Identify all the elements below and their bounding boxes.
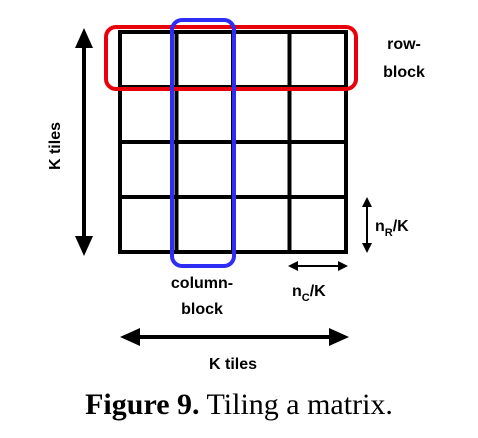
column-block-label-line2: block [181, 301, 223, 318]
matrix-tile [287, 85, 348, 144]
matrix-tile [231, 140, 292, 199]
matrix-tile [118, 140, 179, 199]
tile-height-label: nR/K [375, 218, 409, 239]
matrix-tile [287, 195, 348, 254]
matrix-tile [174, 140, 235, 199]
matrix-tile [118, 30, 179, 89]
matrix-tile [174, 195, 235, 254]
matrix-tile [287, 30, 348, 89]
figure-caption-text: Tiling a matrix. [206, 388, 393, 421]
matrix-tile [231, 85, 292, 144]
row-block-label-line1: row- [387, 36, 421, 53]
matrix-tile [174, 85, 235, 144]
row-block-label-line2: block [383, 64, 425, 81]
figure-caption: Figure 9. Tiling a matrix. [0, 380, 478, 430]
row-block-highlight [104, 25, 358, 91]
k-tiles-vertical-label: K tiles [47, 122, 64, 170]
matrix-tile [118, 85, 179, 144]
column-block-highlight [170, 18, 236, 268]
tile-width-label: nC/K [292, 283, 326, 304]
column-block-label-line1: column- [171, 275, 233, 292]
matrix-tile [231, 195, 292, 254]
matrix-tile [174, 30, 235, 89]
matrix-tile [231, 30, 292, 89]
matrix-tile [287, 140, 348, 199]
figure-number: Figure 9. [85, 388, 200, 421]
matrix-tile [118, 195, 179, 254]
k-tiles-horizontal-label: K tiles [209, 356, 257, 373]
